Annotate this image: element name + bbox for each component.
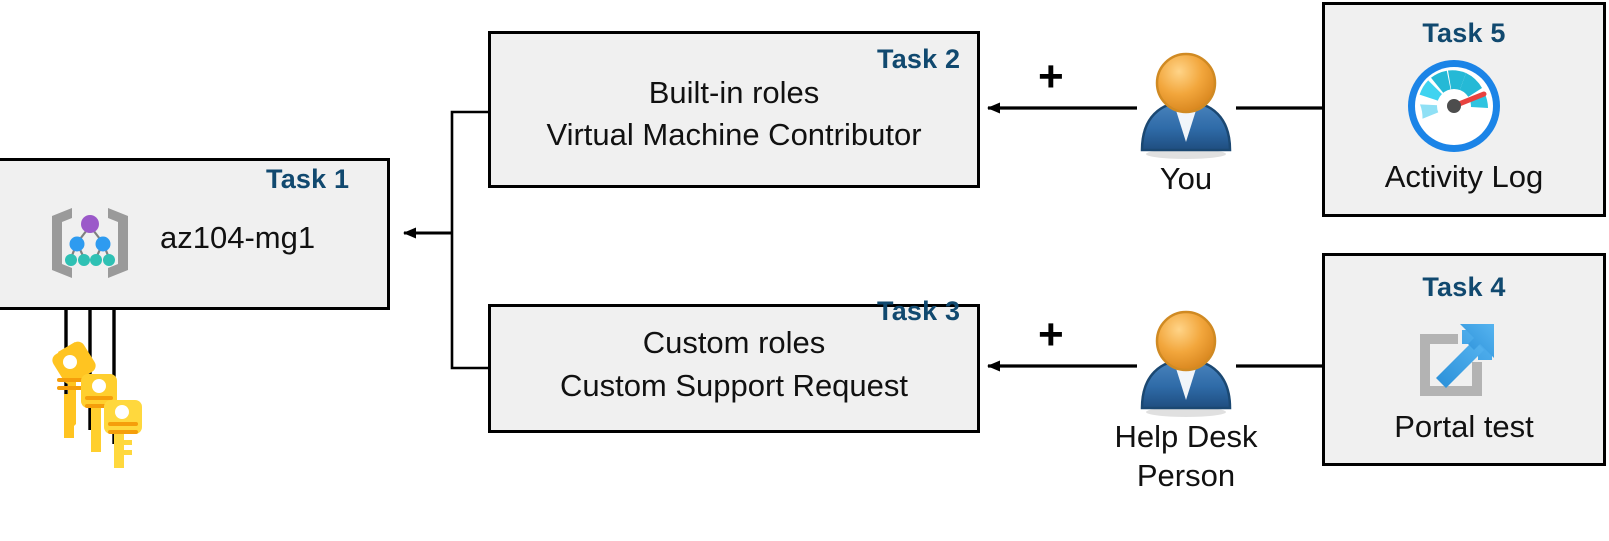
task3-box[interactable]	[488, 304, 980, 433]
task2-line2: Virtual Machine Contributor	[546, 117, 922, 152]
task2-label: Task 2	[877, 44, 961, 74]
task2-box[interactable]	[488, 31, 980, 188]
task1-text: az104-mg1	[160, 220, 316, 255]
task1-label: Task 1	[266, 164, 350, 194]
task2-line1: Built-in roles	[648, 75, 820, 110]
task4-label: Task 4	[1422, 272, 1506, 302]
plus-sign-bottom: +	[1038, 310, 1064, 359]
external-link-icon	[1406, 310, 1502, 406]
person-you-caption: You	[1159, 161, 1213, 196]
keys-icon	[30, 338, 150, 468]
person-helpdesk-caption-line1: Help Desk	[1114, 419, 1258, 454]
task1-box[interactable]	[0, 158, 390, 310]
gauge-icon	[1404, 56, 1504, 156]
task5-caption: Activity Log	[1384, 159, 1544, 194]
task3-line1: Custom roles	[642, 325, 826, 360]
person-icon-helpdesk	[1134, 308, 1238, 418]
management-group-icon	[44, 198, 136, 284]
plus-sign-top: +	[1038, 52, 1064, 101]
task3-label: Task 3	[877, 296, 961, 326]
key-1	[52, 341, 96, 438]
task5-label: Task 5	[1422, 18, 1506, 48]
person-helpdesk-caption-line2: Person	[1136, 458, 1236, 493]
task4-caption: Portal test	[1394, 409, 1534, 444]
bracket-connector-roles-to-mg	[403, 110, 488, 370]
key-2	[81, 374, 117, 452]
key-3	[104, 400, 142, 468]
person-icon-you	[1134, 50, 1238, 160]
task3-line2: Custom Support Request	[559, 368, 909, 403]
